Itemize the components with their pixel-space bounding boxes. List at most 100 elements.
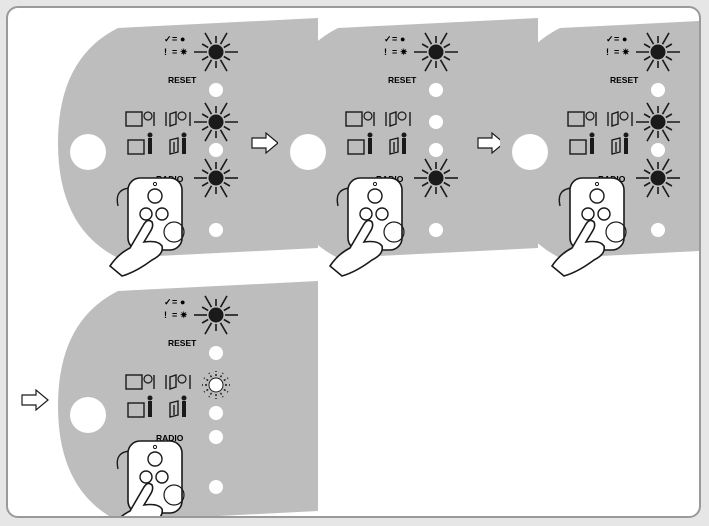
led-ray [643, 125, 651, 131]
led-ray [443, 55, 451, 61]
window-icon [345, 111, 363, 127]
remote-indicator [594, 181, 600, 187]
led-ray [643, 169, 651, 175]
mode-icons [125, 374, 191, 418]
led-ray [204, 185, 213, 198]
svg-text:✷: ✷ [180, 47, 188, 57]
led-ray [223, 306, 231, 312]
led-ray [443, 169, 451, 175]
led-ray [219, 158, 228, 171]
svg-text:=: = [172, 47, 177, 57]
led-reset [209, 346, 223, 360]
remote-button-left [581, 207, 595, 221]
remote-indicator [152, 181, 158, 187]
led-dot [208, 307, 224, 323]
svg-text:●: ● [622, 34, 627, 44]
led-ray [219, 32, 228, 45]
led-ray [223, 169, 231, 175]
led-dot [428, 44, 444, 60]
person-icon [148, 401, 152, 417]
remote-button-top [367, 188, 383, 204]
receiver-ring [163, 221, 185, 243]
led-radio [414, 158, 458, 198]
svg-text:●: ● [180, 34, 185, 44]
svg-text:✓: ✓ [606, 34, 614, 44]
svg-text:✷: ✷ [400, 47, 408, 57]
door-icon [165, 111, 177, 127]
led-ray [443, 43, 451, 49]
door-icon [611, 137, 621, 155]
remote-button-left [139, 207, 153, 221]
led-ray [204, 59, 213, 72]
led-ray [219, 59, 228, 72]
reset-label: RESET [168, 338, 197, 348]
pressing-finger [120, 482, 164, 516]
svg-text:!: ! [384, 47, 387, 57]
remote-button-left [359, 207, 373, 221]
led-ray [665, 181, 673, 187]
steps-diagram: ✓= ● != ✷ RESET RADIO ✓= ● != ✷ RESET [21, 18, 699, 518]
led-mid [202, 371, 230, 399]
window-icon [567, 111, 585, 127]
svg-text:=: = [172, 310, 177, 320]
led-ray [661, 102, 670, 115]
window-icon [127, 402, 145, 418]
led-ray [424, 32, 433, 45]
led-ray [665, 169, 673, 175]
led-ray [204, 129, 213, 142]
led-ray [443, 181, 451, 187]
led-ray [201, 318, 209, 324]
led-reset [429, 83, 443, 97]
led-ray [223, 318, 231, 324]
remote-button-right [155, 470, 169, 484]
led-ray [223, 55, 231, 61]
clock-icon [363, 111, 373, 121]
led-mid [636, 102, 680, 142]
hand-remote-icon[interactable] [110, 440, 185, 518]
led-ray [646, 32, 655, 45]
led-top [194, 295, 238, 335]
remote-button-top [147, 451, 163, 467]
svg-text:✷: ✷ [622, 47, 630, 57]
person-icon [402, 138, 406, 154]
side-button [512, 134, 548, 170]
clock-icon [397, 111, 407, 121]
radio-label: RADIO [156, 433, 184, 443]
clock-icon [585, 111, 595, 121]
led-radio [194, 158, 238, 198]
hand-remote-icon[interactable] [328, 177, 405, 277]
person-icon [182, 401, 186, 417]
remote-button-top [589, 188, 605, 204]
person-icon [182, 138, 186, 154]
led-ray [219, 392, 224, 398]
hand-remote-icon[interactable] [550, 177, 627, 277]
led-ray [201, 43, 209, 49]
led-top [636, 32, 680, 72]
svg-text:=: = [172, 297, 177, 307]
led-dot [208, 377, 224, 393]
led-ray [646, 129, 655, 142]
receiver-ring [163, 484, 185, 506]
clock-icon [143, 374, 153, 384]
side-button [70, 134, 106, 170]
led-ray [223, 388, 229, 393]
person-icon [148, 138, 152, 154]
led-ray [219, 295, 228, 308]
door-icon [389, 137, 399, 155]
reset-label: RESET [610, 75, 639, 85]
led-ray [424, 185, 433, 198]
led-ray [219, 102, 228, 115]
led-mid2 [429, 143, 443, 157]
pressing-finger [550, 219, 606, 277]
led-ray [646, 185, 655, 198]
led-top [414, 32, 458, 72]
hand-remote-icon[interactable] [108, 177, 185, 277]
svg-text:=: = [614, 47, 619, 57]
led-ray [439, 59, 448, 72]
mode-icons [125, 111, 191, 155]
led-mid2 [651, 143, 665, 157]
remote-button-right [155, 207, 169, 221]
led-ray [661, 158, 670, 171]
led-bottom [651, 223, 665, 237]
led-ray [643, 43, 651, 49]
